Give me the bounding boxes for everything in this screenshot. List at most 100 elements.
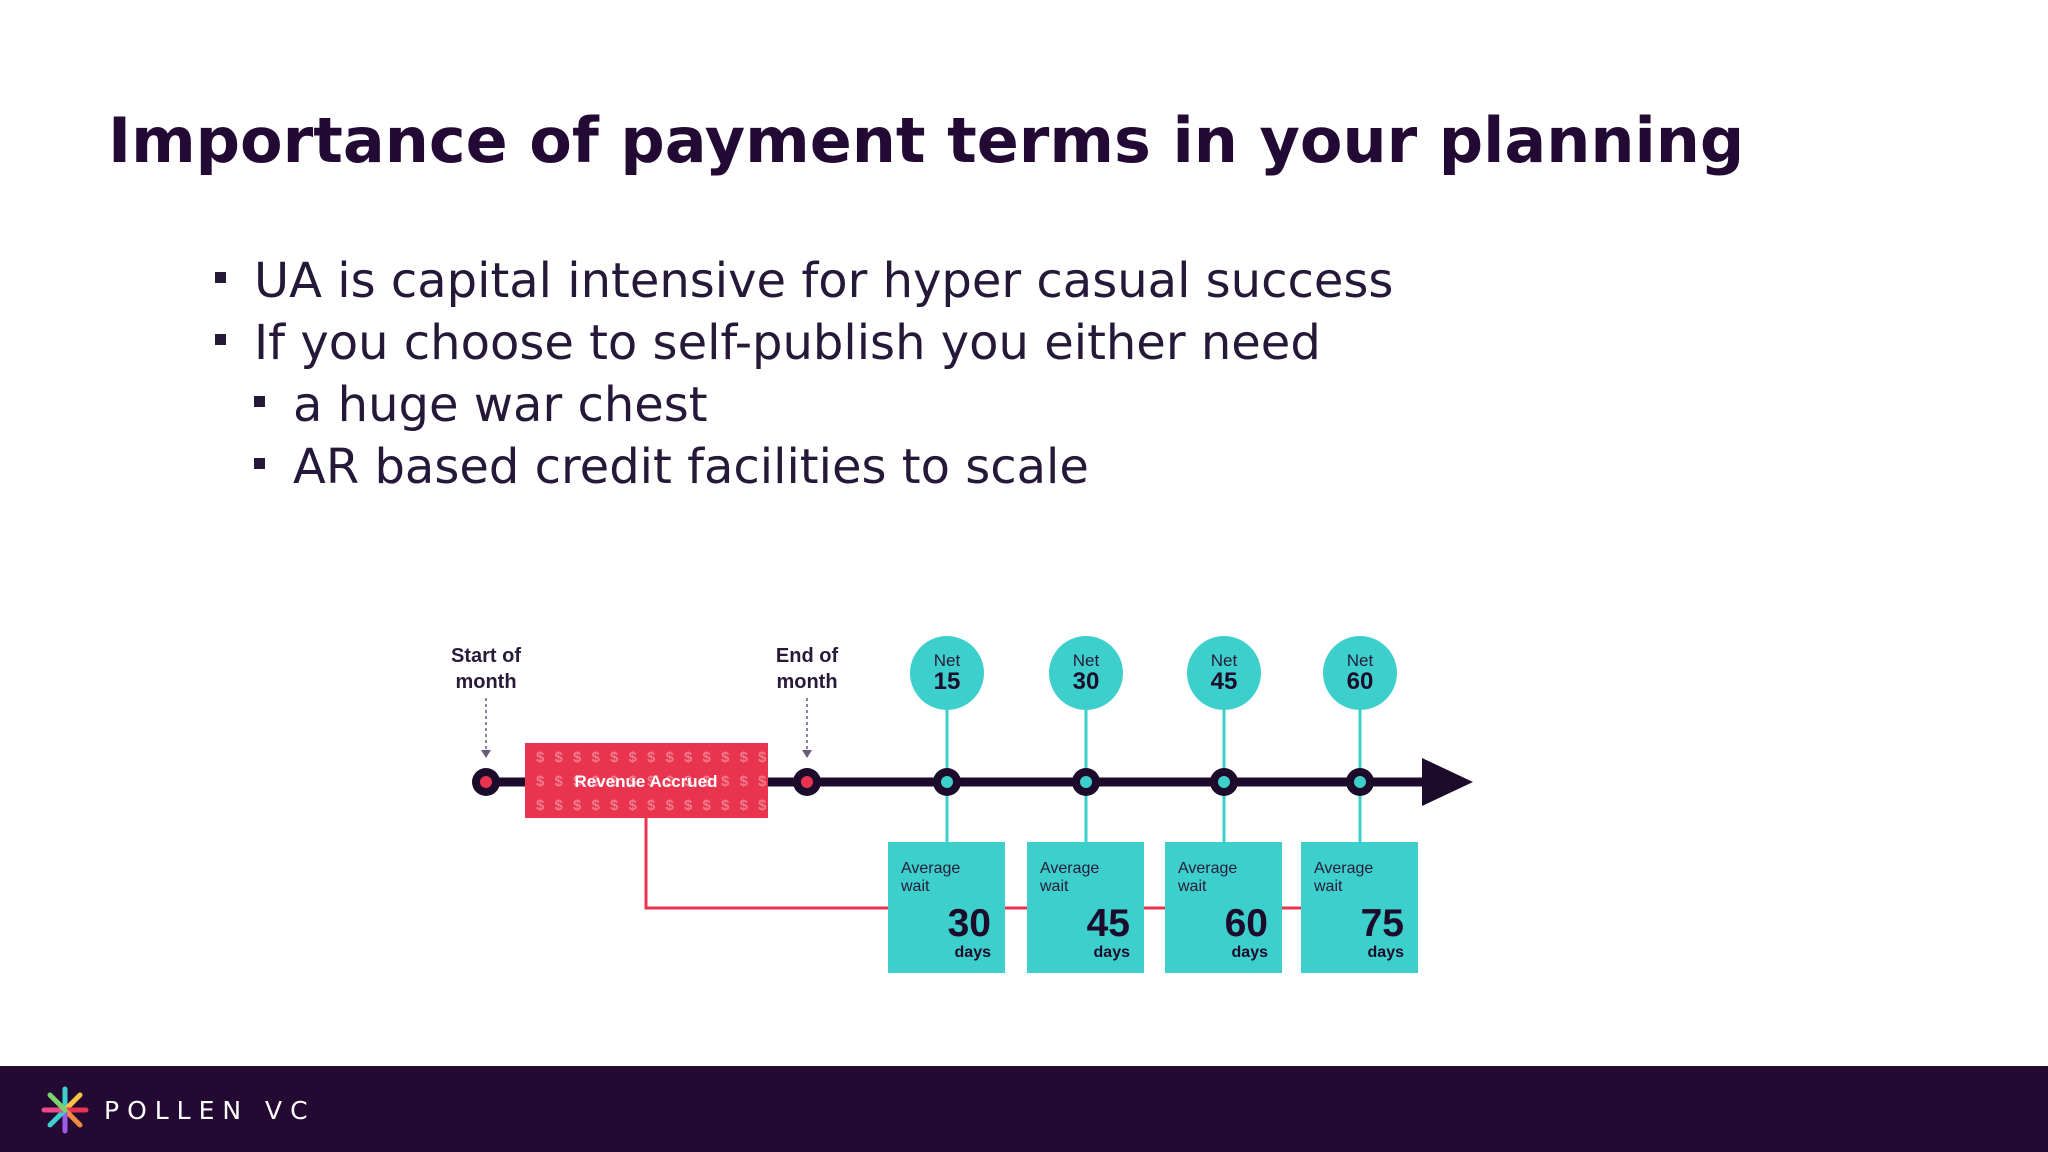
- start-marker-dot: [480, 776, 492, 788]
- end-label-line1: End of: [776, 645, 839, 667]
- bullet-item: UA is capital intensive for hyper casual…: [215, 250, 1393, 312]
- average-wait-label: Average: [1040, 860, 1099, 877]
- pollen-logo-icon: [41, 1086, 89, 1134]
- average-wait-unit: days: [955, 944, 992, 961]
- average-wait-unit: days: [1368, 944, 1405, 961]
- start-label-line1: Start of: [451, 645, 521, 667]
- average-wait-unit: days: [1232, 944, 1269, 961]
- bullet-marker: [215, 272, 226, 283]
- start-pointer-arrow: [481, 750, 491, 758]
- revenue-accrued-label: Revenue Accrued: [575, 772, 718, 791]
- average-wait-value: 30: [948, 902, 991, 945]
- dollar-symbol: $: [629, 749, 638, 766]
- payment-terms-timeline: $$$$$$$$$$$$$$$$$$$$$$$$$$$$$$$$$$$$$$$ …: [451, 636, 1473, 973]
- bullet-list: UA is capital intensive for hyper casual…: [215, 250, 1393, 498]
- footer-bar: POLLEN VC: [0, 1066, 2048, 1152]
- average-wait-value: 45: [1087, 902, 1130, 945]
- dollar-symbol: $: [536, 749, 545, 766]
- dollar-symbol: $: [758, 749, 767, 766]
- term-axis-node-dot: [1080, 776, 1092, 788]
- timeline-arrowhead: [1422, 758, 1473, 806]
- dollar-symbol: $: [740, 797, 749, 814]
- dollar-symbol: $: [573, 773, 582, 790]
- end-pointer-arrow: [802, 750, 812, 758]
- net-term-circle: [1049, 636, 1123, 710]
- dollar-symbol: $: [703, 773, 712, 790]
- dollar-symbol: $: [536, 797, 545, 814]
- bullet-marker: [254, 458, 265, 469]
- dollar-symbol: $: [610, 773, 619, 790]
- average-wait-box: [1165, 842, 1282, 973]
- average-wait-box: [1027, 842, 1144, 973]
- dollar-symbol: $: [629, 773, 638, 790]
- net-term-circle: [910, 636, 984, 710]
- average-wait-unit: days: [1094, 944, 1131, 961]
- dollar-symbol: $: [592, 797, 601, 814]
- sub-bullet-item: a huge war chest: [254, 374, 1393, 436]
- dollar-symbol: $: [536, 773, 545, 790]
- net-term-value: 15: [934, 668, 961, 695]
- dollar-symbol: $: [592, 773, 601, 790]
- dollar-symbol: $: [647, 773, 656, 790]
- dollar-symbol: $: [647, 797, 656, 814]
- average-wait-box: [888, 842, 1005, 973]
- dollar-symbol: $: [721, 749, 730, 766]
- dollar-symbol: $: [555, 749, 564, 766]
- dollar-symbol: $: [684, 797, 693, 814]
- bullet-text: If you choose to self-publish you either…: [254, 315, 1321, 371]
- dollar-symbol: $: [758, 797, 767, 814]
- bullet-item: If you choose to self-publish you either…: [215, 312, 1393, 374]
- average-wait-label: wait: [1177, 878, 1207, 895]
- dollar-symbol: $: [592, 749, 601, 766]
- average-wait-label: Average: [1178, 860, 1237, 877]
- term-axis-node-dot: [1354, 776, 1366, 788]
- bullet-marker: [215, 334, 226, 345]
- average-wait-label: wait: [900, 878, 930, 895]
- bullet-text: AR based credit facilities to scale: [293, 439, 1089, 495]
- dollar-symbol: $: [721, 773, 730, 790]
- average-wait-value: 60: [1225, 902, 1268, 945]
- average-wait-label: wait: [1039, 878, 1069, 895]
- dollar-symbol: $: [555, 773, 564, 790]
- dollar-symbol: $: [666, 749, 675, 766]
- dollar-symbol: $: [666, 797, 675, 814]
- start-label-line2: month: [455, 671, 516, 693]
- dollar-symbol: $: [684, 749, 693, 766]
- average-wait-label: Average: [901, 860, 960, 877]
- net-term-value: 45: [1211, 668, 1238, 695]
- dollar-pattern: $$$$$$$$$$$$$$$$$$$$$$$$$$$$$$$$$$$$$$$: [536, 749, 767, 814]
- net-term-value: 30: [1073, 668, 1100, 695]
- term-axis-node-dot: [941, 776, 953, 788]
- average-wait-label: wait: [1313, 878, 1343, 895]
- bullet-marker: [254, 396, 265, 407]
- dollar-symbol: $: [740, 773, 749, 790]
- dollar-symbol: $: [610, 749, 619, 766]
- end-label-line2: month: [776, 671, 837, 693]
- dollar-symbol: $: [666, 773, 675, 790]
- dollar-symbol: $: [740, 749, 749, 766]
- dollar-symbol: $: [555, 797, 564, 814]
- average-wait-label: Average: [1314, 860, 1373, 877]
- dollar-symbol: $: [721, 797, 730, 814]
- payment-terms: Averagewait30daysNet15Averagewait45daysN…: [888, 636, 1418, 973]
- net-term-label: Net: [1347, 651, 1374, 670]
- dollar-symbol: $: [703, 797, 712, 814]
- average-wait-box: [1301, 842, 1418, 973]
- net-term-label: Net: [1211, 651, 1238, 670]
- net-term-label: Net: [1073, 651, 1100, 670]
- dollar-symbol: $: [610, 797, 619, 814]
- dollar-symbol: $: [647, 749, 656, 766]
- dollar-symbol: $: [758, 773, 767, 790]
- net-term-value: 60: [1347, 668, 1374, 695]
- sub-bullet-item: AR based credit facilities to scale: [254, 436, 1393, 498]
- dollar-symbol: $: [684, 773, 693, 790]
- net-term-circle: [1323, 636, 1397, 710]
- net-term-circle: [1187, 636, 1261, 710]
- slide-title: Importance of payment terms in your plan…: [108, 104, 1745, 177]
- bullet-text: UA is capital intensive for hyper casual…: [254, 253, 1394, 309]
- term-axis-node-dot: [1218, 776, 1230, 788]
